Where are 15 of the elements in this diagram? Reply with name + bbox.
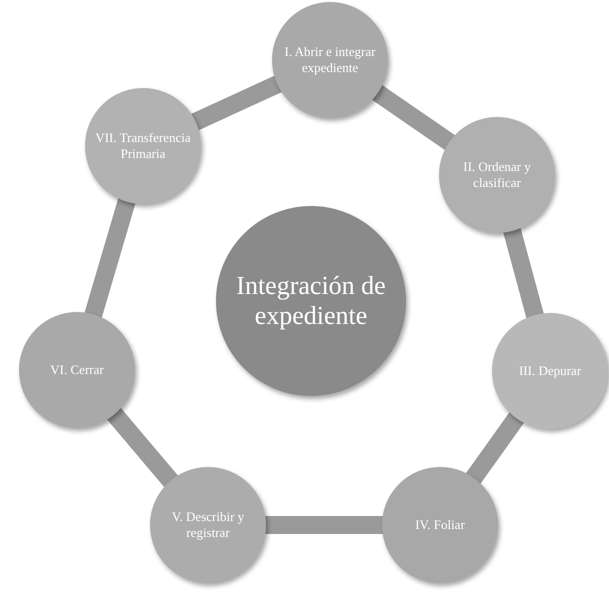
connector-band	[106, 406, 179, 488]
step-label: III. Depurar	[518, 363, 582, 379]
step-label: VII. Transferencia Primaria	[95, 130, 191, 162]
step-label: V. Describir y registrar	[170, 509, 246, 541]
connector-band	[264, 516, 384, 534]
connector-band	[465, 411, 525, 485]
step-label: IV. Foliar	[415, 517, 465, 533]
connector-band	[84, 197, 136, 319]
connector-band	[190, 75, 283, 131]
connector-band	[502, 226, 544, 320]
step-label: Integración de expediente	[235, 271, 387, 331]
step-label: VI. Cerrar	[50, 362, 104, 378]
step-label: I. Abrir e integrar expediente	[284, 44, 376, 76]
connector-band	[371, 84, 456, 151]
step-label: II. Ordenar y clasificar	[462, 159, 532, 191]
